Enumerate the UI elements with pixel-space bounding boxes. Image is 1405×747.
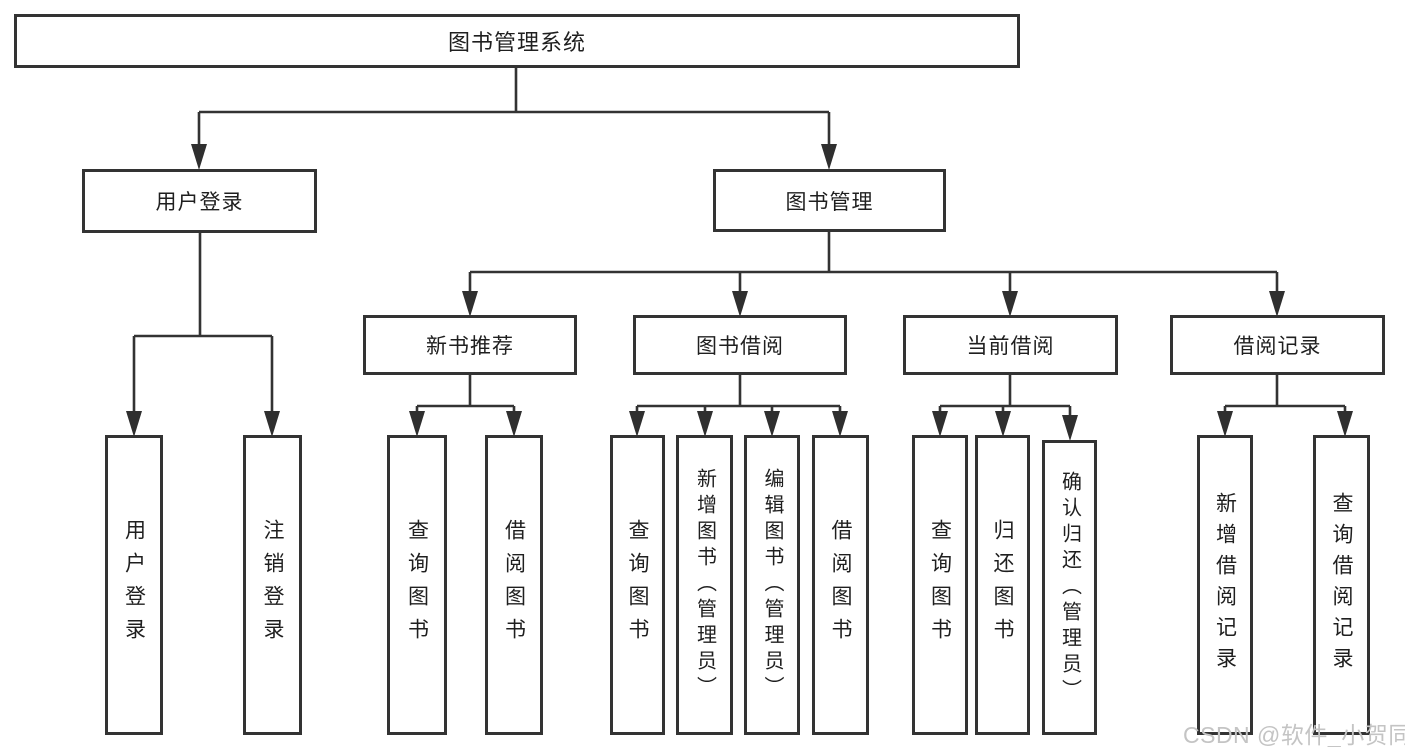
node-label: 图书管理系统: [447, 30, 586, 55]
leaf-borrow-books-1: 借阅图书: [485, 435, 543, 735]
leaf-borrow-books-2: 借阅图书: [812, 435, 869, 735]
leaf-logout: 注销登录: [243, 435, 302, 735]
connector-borrow-to-leaves: [635, 375, 842, 414]
connector-root-to-level2: [197, 68, 831, 150]
leaf-confirm-return-admin: 确认归还（管理员）: [1042, 440, 1097, 735]
node-label: 查询借阅记录: [1330, 492, 1353, 678]
node-label: 编辑图书（管理员）: [761, 468, 783, 702]
connector-records-to-leaves: [1223, 375, 1347, 414]
leaf-query-books-2: 查询图书: [610, 435, 665, 735]
node-label: 查询图书: [626, 519, 649, 651]
node-label: 借阅图书: [502, 519, 526, 651]
leaf-user-login: 用户登录: [105, 435, 163, 735]
node-label: 新增图书（管理员）: [693, 468, 716, 702]
node-label: 归还图书: [991, 519, 1014, 651]
leaf-query-books-1: 查询图书: [387, 435, 447, 735]
leaf-add-borrow-record: 新增借阅记录: [1197, 435, 1253, 735]
node-borrowing-records: 借阅记录: [1170, 315, 1385, 375]
node-library-management-system: 图书管理系统: [14, 14, 1020, 68]
node-label: 新增借阅记录: [1213, 492, 1237, 678]
node-book-management: 图书管理: [713, 169, 946, 232]
node-label: 注销登录: [261, 519, 284, 651]
csdn-watermark: CSDN @软件_小贺同学: [1183, 722, 1405, 747]
node-label: 图书借阅: [696, 335, 784, 358]
node-user-login: 用户登录: [82, 169, 317, 233]
node-book-borrowing: 图书借阅: [633, 315, 847, 375]
connector-newbook-to-leaves: [415, 375, 516, 414]
leaf-query-books-3: 查询图书: [912, 435, 968, 735]
node-current-borrowing: 当前借阅: [903, 315, 1118, 375]
leaf-edit-books-admin: 编辑图书（管理员）: [744, 435, 800, 735]
node-label: 用户登录: [122, 519, 146, 651]
node-label: 当前借阅: [966, 335, 1055, 358]
node-label: 借阅图书: [829, 519, 852, 651]
node-label: 借阅记录: [1233, 335, 1322, 358]
node-label: 查询图书: [405, 519, 429, 651]
node-label: 图书管理: [785, 190, 874, 214]
leaf-return-books: 归还图书: [975, 435, 1030, 735]
node-label: 用户登录: [155, 191, 244, 214]
leaf-query-borrow-record: 查询借阅记录: [1313, 435, 1370, 735]
node-new-book-recommend: 新书推荐: [363, 315, 577, 375]
connector-bookmgmt-to-level3: [468, 232, 1279, 294]
node-label: 新书推荐: [426, 335, 514, 358]
arrowheads: [126, 144, 1353, 441]
leaf-add-books-admin: 新增图书（管理员）: [676, 435, 733, 735]
node-label: 确认归还（管理员）: [1058, 470, 1081, 705]
connector-current-to-leaves: [938, 375, 1072, 418]
connector-userlogin-to-leaves: [132, 233, 274, 414]
node-label: 查询图书: [928, 519, 952, 651]
